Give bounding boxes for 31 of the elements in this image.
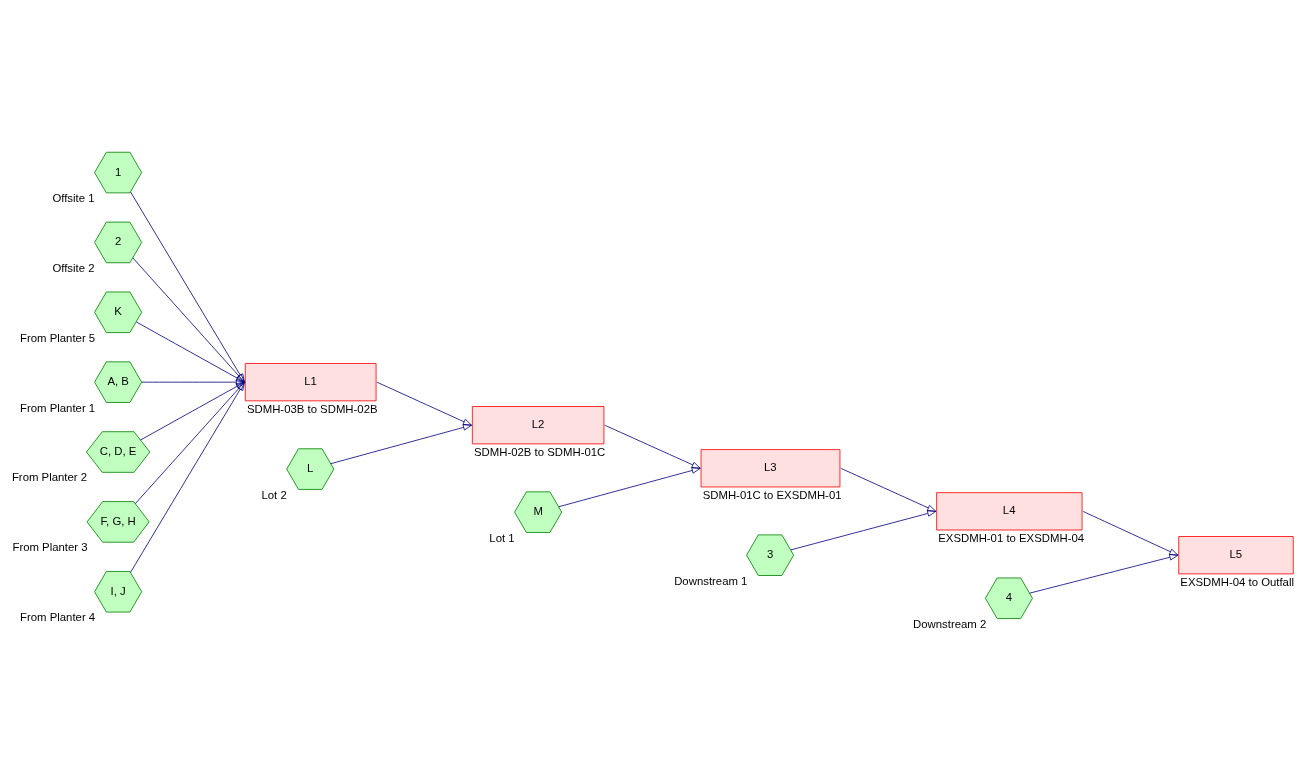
- arrow: [140, 381, 245, 440]
- node-label: SDMH-02B to SDMH-01C: [473, 445, 606, 458]
- node-label: EXSDMH-04 to Outfall: [1180, 575, 1294, 588]
- arrow: [840, 467, 937, 512]
- node-label: From Planter 1: [20, 401, 96, 414]
- arrow: [1082, 510, 1179, 556]
- node-label: From Planter 4: [20, 610, 96, 623]
- node-label: From Planter 5: [20, 331, 96, 344]
- arrow: [141, 378, 245, 385]
- arrow: [1029, 553, 1179, 594]
- node-label: Lot 1: [489, 531, 515, 544]
- arrow: [130, 381, 245, 573]
- node-label: Downstream 2: [913, 617, 987, 630]
- node-label: EXSDMH-01 to EXSDMH-04: [938, 531, 1085, 544]
- node-label: SDMH-01C to EXSDMH-01: [702, 488, 842, 501]
- node-label: Lot 2: [261, 487, 287, 500]
- node-label: SDMH-03B to SDMH-02B: [246, 402, 378, 415]
- arrow: [376, 381, 472, 426]
- node-label: Offsite 2: [52, 261, 95, 274]
- arrow: [330, 423, 472, 464]
- arrow: [604, 424, 701, 469]
- arrow: [130, 191, 245, 383]
- node-label: From Planter 2: [11, 470, 88, 483]
- arrow: [136, 321, 245, 383]
- arrow: [558, 466, 701, 507]
- node-label: Downstream 1: [674, 574, 748, 587]
- node-label: From Planter 3: [12, 540, 88, 553]
- node-label: Offsite 1: [52, 191, 95, 204]
- arrow: [790, 509, 937, 550]
- arrow: [134, 381, 245, 504]
- arrow: [132, 257, 245, 383]
